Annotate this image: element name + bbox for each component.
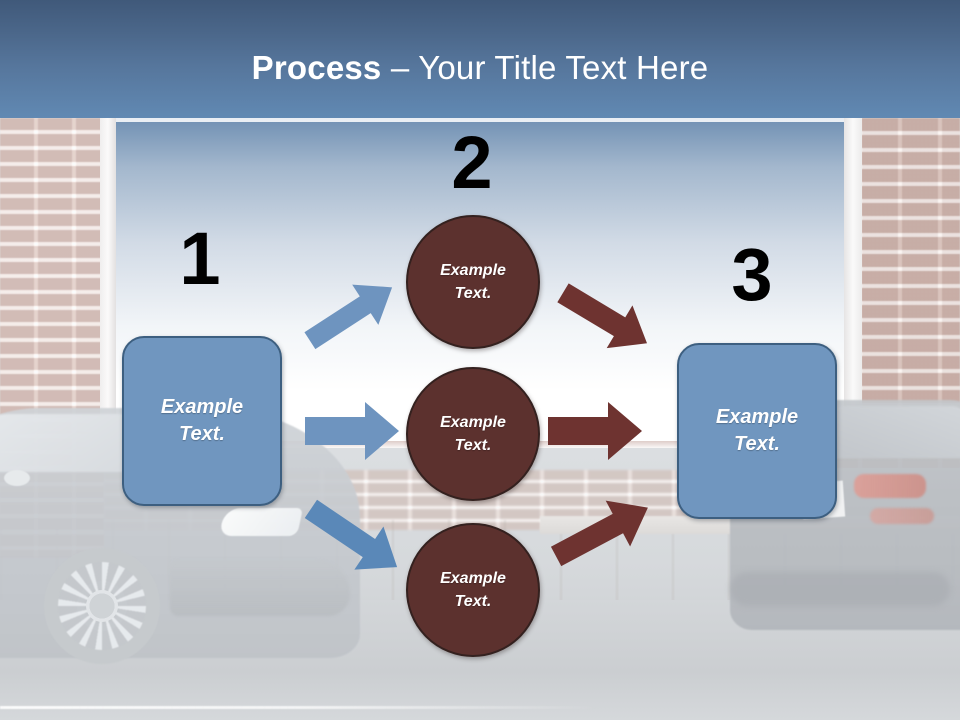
car-left-mirror xyxy=(4,470,30,486)
car-right-taillight-lower xyxy=(870,508,934,524)
step-circle-top-label: Example Text. xyxy=(440,262,506,302)
arrow-box1-to-circle-middle xyxy=(305,400,401,462)
page-title-separator: – xyxy=(381,49,419,86)
step-circle-middle[interactable]: Example Text. xyxy=(406,367,540,501)
road-marking-line xyxy=(0,706,600,709)
car-left-hubcap-center xyxy=(86,590,118,622)
car-right-taillight-upper xyxy=(854,474,926,498)
step-number-3: 3 xyxy=(731,233,773,316)
page-title: Process – Your Title Text Here xyxy=(0,48,960,88)
car-right-shadow xyxy=(730,572,950,606)
page-title-bold: Process xyxy=(251,49,382,86)
billboard-frame-left xyxy=(100,118,116,454)
arrow-circle-middle-to-box3 xyxy=(548,400,644,462)
step-box-3[interactable]: Example Text. xyxy=(677,343,837,519)
step-circle-top[interactable]: Example Text. xyxy=(406,215,540,349)
step-circle-middle-label: Example Text. xyxy=(440,414,506,454)
arrow-box1-to-circle-bottom xyxy=(296,498,412,578)
step-box-3-label: Example Text. xyxy=(715,406,799,455)
step-circle-bottom[interactable]: Example Text. xyxy=(406,523,540,657)
step-number-2: 2 xyxy=(451,121,493,204)
step-box-1[interactable]: Example Text. xyxy=(122,336,282,506)
step-circle-bottom-label: Example Text. xyxy=(440,570,506,610)
arrow-circle-top-to-box3 xyxy=(550,280,660,356)
billboard-frame-right xyxy=(844,118,862,454)
arrow-box1-to-circle-top xyxy=(296,274,406,354)
step-number-1: 1 xyxy=(179,217,221,300)
page-title-regular: Your Title Text Here xyxy=(418,49,709,86)
arrow-circle-bottom-to-box3 xyxy=(544,492,660,572)
car-left-bumper xyxy=(170,560,350,616)
step-box-1-label: Example Text. xyxy=(160,396,244,445)
title-banner: Process – Your Title Text Here xyxy=(0,0,960,118)
